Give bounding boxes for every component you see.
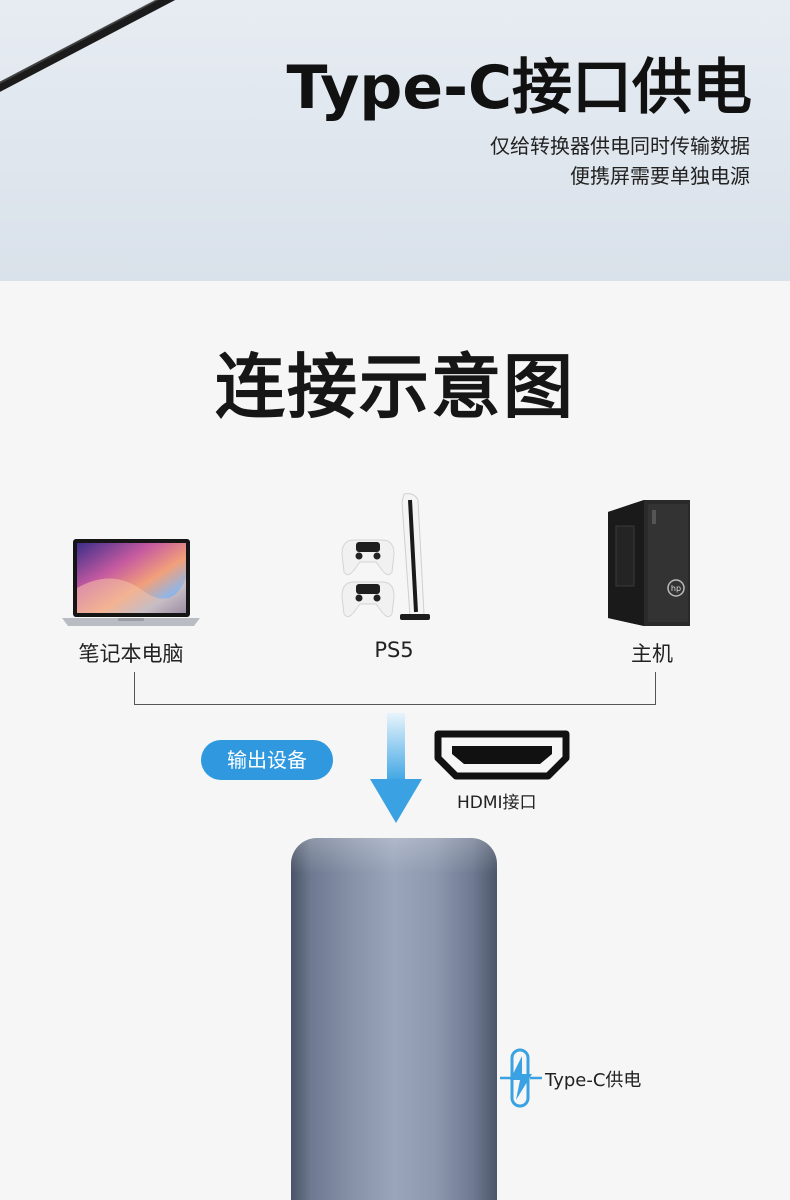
adapter-highlight: [291, 838, 497, 874]
hero-subtitle-line2: 便携屏需要单独电源: [570, 164, 750, 188]
diagram-title: 连接示意图: [215, 346, 575, 428]
desktop-tower-icon: hp: [608, 500, 690, 626]
hero-subtitle-line1: 仅给转换器供电同时传输数据: [490, 134, 750, 158]
output-device-badge: 输出设备: [201, 740, 333, 780]
device-label-laptop: 笔记本电脑: [78, 642, 184, 666]
device-label-desktop: 主机: [631, 642, 673, 666]
connection-bracket: [134, 672, 656, 705]
hdmi-port-label: HDMI接口: [457, 793, 537, 813]
ps5-console-icon: [341, 493, 430, 620]
typec-power-label: Type-C供电: [545, 1070, 642, 1091]
svg-text:hp: hp: [671, 584, 681, 593]
adapter-device: [291, 838, 497, 1200]
hero-title: Type-C接口供电: [286, 53, 753, 123]
laptop-icon: [62, 539, 200, 626]
arrow-down-icon: [370, 713, 422, 823]
typec-power-icon: [500, 1048, 542, 1108]
cable-icon: [0, 0, 176, 92]
hdmi-port-icon: [434, 730, 570, 780]
hero-banner: Type-C接口供电 仅给转换器供电同时传输数据 便携屏需要单独电源: [0, 0, 790, 281]
device-label-ps5: PS5: [374, 638, 414, 662]
